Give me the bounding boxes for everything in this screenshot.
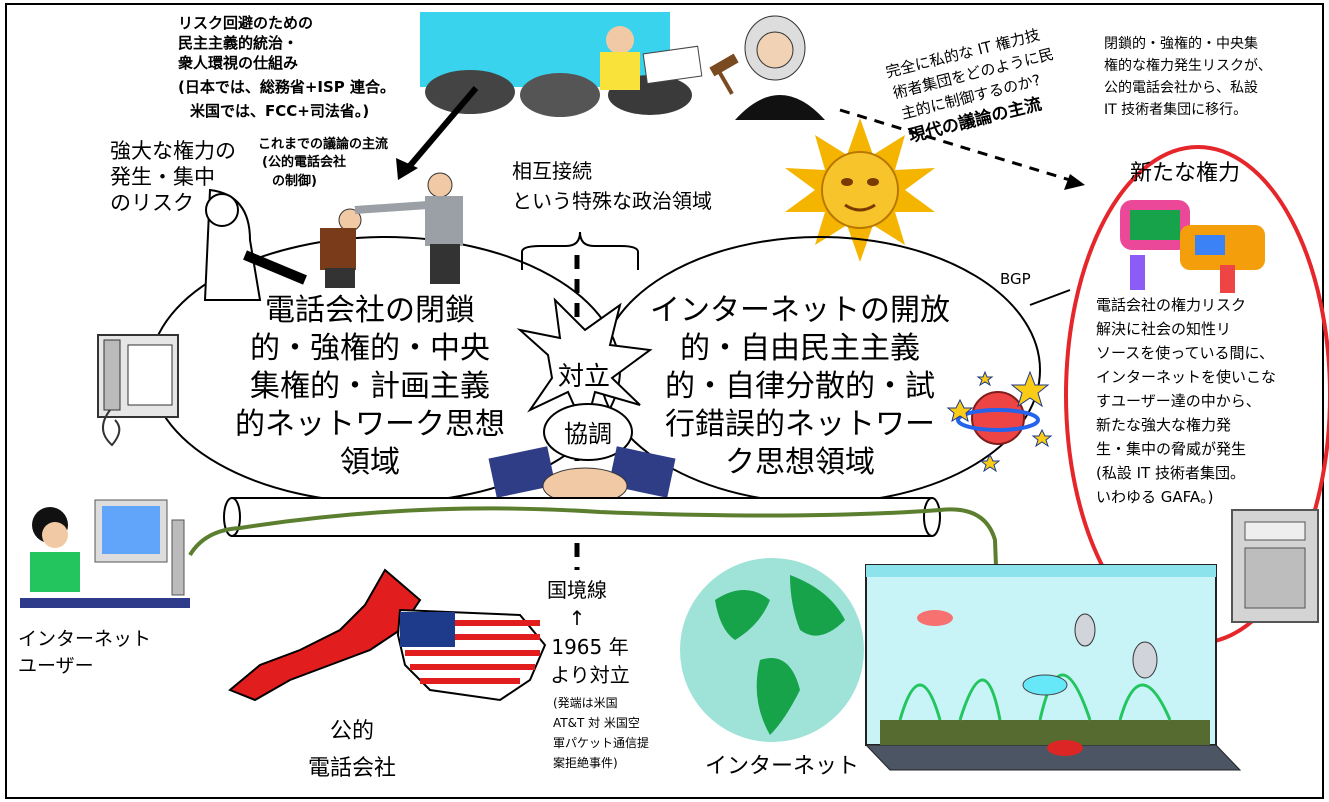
- svg-text:的・自由民主主義: 的・自由民主主義: [680, 331, 920, 366]
- sun-illustration: [785, 118, 935, 262]
- svg-text:軍パケット通信提: 軍パケット通信提: [553, 735, 649, 750]
- internet-domain-text: インターネットの開放 的・自由民主主義 的・自律分散的・試 行錯誤的ネットワー …: [650, 293, 950, 480]
- svg-text:公的電話会社から、私設: 公的電話会社から、私設: [1104, 79, 1258, 96]
- bgp-label: BGP: [1000, 270, 1031, 288]
- svg-text:AT&T 対 米国空: AT&T 対 米国空: [553, 716, 640, 730]
- svg-text:発生・集中: 発生・集中: [110, 165, 215, 189]
- svg-text:インターネットを使いこな: インターネットを使いこな: [1096, 368, 1276, 386]
- svg-text:領域: 領域: [340, 445, 400, 480]
- governance-note: リスク回避のための 民主主義的統治・ 衆人環視の仕組み (日本では、総務省+IS…: [178, 14, 395, 120]
- risk-shift-note: 閉鎖的・強権的・中央集 権的な権力発生リスクが、 公的電話会社から、私設 IT …: [1104, 35, 1272, 118]
- telephone-illustration: [97, 334, 179, 447]
- planet-illustration: [946, 370, 1053, 473]
- aquarium-illustration: [864, 564, 1242, 771]
- svg-text:的・強権的・中央: 的・強権的・中央: [250, 331, 490, 366]
- svg-text:案拒絶事件): 案拒絶事件): [553, 755, 618, 770]
- svg-text:という特殊な政治領域: という特殊な政治領域: [512, 189, 712, 213]
- svg-text:強大な権力の: 強大な権力の: [110, 139, 236, 163]
- svg-text:より対立: より対立: [550, 663, 630, 687]
- svg-text:閉鎖的・強権的・中央集: 閉鎖的・強権的・中央集: [1104, 35, 1258, 52]
- usa-map: [396, 608, 547, 702]
- svg-text:ク思想領域: ク思想領域: [725, 445, 875, 480]
- lion-dance-illustration: [1120, 200, 1265, 293]
- svg-text:新たな強大な権力発: 新たな強大な権力発: [1096, 416, 1231, 434]
- svg-text:的ネットワーク思想: 的ネットワーク思想: [235, 407, 505, 442]
- svg-text:集権的・計画主義: 集権的・計画主義: [250, 369, 490, 404]
- new-power-description: 電話会社の権力リスク 解決に社会の知性リ ソースを使っている間に、 インターネッ…: [1096, 296, 1276, 506]
- svg-text:のリスク: のリスク: [110, 191, 194, 215]
- conflict-label: 対立: [558, 362, 610, 392]
- interconnection-brace: [521, 231, 639, 270]
- svg-text:IT 技術者集団に移行。: IT 技術者集団に移行。: [1104, 101, 1247, 118]
- internet-connection-line: [188, 506, 1000, 621]
- pointing-man-illustration: [203, 188, 307, 301]
- svg-text:電話会社の権力リスク: 電話会社の権力リスク: [1096, 296, 1246, 314]
- new-power-title: 新たな権力: [1130, 161, 1240, 186]
- internet-label: インターネット: [705, 754, 859, 779]
- modern-discussion-label: 完全に私的な IT 権力技 術者集団をどのように民 主的に制御するのか? 現代の…: [884, 26, 1056, 147]
- svg-text:電話会社の閉鎖: 電話会社の閉鎖: [265, 293, 475, 328]
- japan-map: [228, 568, 422, 702]
- svg-text:行錯誤的ネットワー: 行錯誤的ネットワー: [665, 407, 935, 442]
- svg-text:これまでの議論の主流: これまでの議論の主流: [258, 136, 388, 152]
- svg-text:解決に社会の知性リ: 解決に社会の知性リ: [1096, 320, 1231, 338]
- past-discussion-label: これまでの議論の主流 (公的電話会社 の制御): [258, 136, 388, 189]
- svg-text:ユーザー: ユーザー: [18, 655, 94, 677]
- svg-text:いわゆる GAFA。): いわゆる GAFA。): [1096, 488, 1214, 506]
- cooperation-label: 協調: [564, 420, 612, 448]
- globe-illustration: [680, 558, 864, 742]
- conflict-burst: [516, 297, 653, 433]
- handshake-illustration: [488, 446, 676, 505]
- svg-text:の制御): の制御): [272, 173, 317, 189]
- internet-user-label: インターネット ユーザー: [18, 628, 151, 677]
- svg-text:すユーザー達の中から、: すユーザー達の中から、: [1096, 392, 1261, 410]
- svg-text:(日本では、総務省+ISP 連合。: (日本では、総務省+ISP 連合。: [178, 78, 395, 96]
- server-illustration: [1231, 509, 1319, 623]
- border-label: 国境線 ↑ 1965 年 より対立: [547, 578, 630, 687]
- svg-text:衆人環視の仕組み: 衆人環視の仕組み: [178, 54, 298, 72]
- svg-text:↑: ↑: [569, 606, 586, 630]
- svg-text:民主主義的統治・: 民主主義的統治・: [178, 34, 298, 52]
- svg-text:電話会社: 電話会社: [308, 756, 396, 781]
- svg-text:米国では、FCC+司法省。): 米国では、FCC+司法省。): [190, 102, 369, 120]
- svg-text:ソースを使っている間に、: ソースを使っている間に、: [1096, 344, 1274, 362]
- cooperation-oval: [543, 403, 633, 461]
- svg-text:相互接続: 相互接続: [512, 159, 592, 183]
- svg-text:インターネットの開放: インターネットの開放: [650, 293, 950, 328]
- businessmen-illustration: [320, 172, 463, 288]
- svg-text:インターネット: インターネット: [18, 628, 151, 650]
- judge-illustration: [709, 15, 825, 120]
- svg-text:国境線: 国境線: [547, 578, 607, 602]
- svg-text:リスク回避のための: リスク回避のための: [178, 14, 313, 32]
- interconnect-pipe: [223, 497, 941, 537]
- shift-arrow: [839, 108, 1071, 182]
- svg-text:的・自律分散的・試: 的・自律分散的・試: [665, 369, 935, 404]
- slide-frame: [5, 3, 1324, 799]
- telco-domain-text: 電話会社の閉鎖 的・強権的・中央 集権的・計画主義 的ネットワーク思想 領域: [235, 293, 505, 480]
- svg-text:(私設 IT 技術者集団。: (私設 IT 技術者集団。: [1096, 464, 1245, 482]
- svg-text:公的: 公的: [330, 719, 374, 744]
- governance-arrow: [405, 86, 479, 170]
- public-telco-label: 公的 電話会社: [308, 719, 396, 781]
- svg-text:(発端は米国: (発端は米国: [553, 696, 618, 710]
- svg-text:権的な権力発生リスクが、: 権的な権力発生リスクが、: [1104, 57, 1272, 74]
- power-risk-label: 強大な権力の 発生・集中 のリスク: [110, 139, 236, 215]
- border-origin-note: (発端は米国 AT&T 対 米国空 軍パケット通信提 案拒絶事件): [553, 696, 649, 770]
- internet-user-illustration: [20, 499, 190, 608]
- svg-text:生・集中の脅威が発生: 生・集中の脅威が発生: [1096, 440, 1246, 458]
- svg-text:1965 年: 1965 年: [551, 635, 628, 659]
- interconnection-label: 相互接続 という特殊な政治領域: [512, 159, 712, 213]
- bgp-line: [1029, 289, 1071, 306]
- svg-text:(公的電話会社: (公的電話会社: [262, 154, 346, 170]
